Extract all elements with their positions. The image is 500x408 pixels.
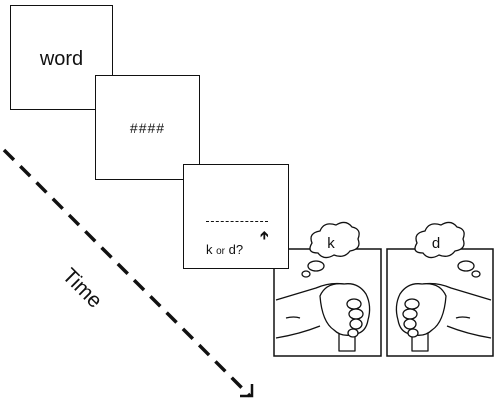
up-arrow-icon: 🡹 [260, 228, 269, 242]
mask-screen: #### [95, 75, 200, 180]
prompt-option-d: d? [228, 242, 244, 257]
mask-stimulus: #### [129, 120, 166, 136]
blank-line [206, 221, 268, 222]
word-stimulus: word [39, 48, 84, 70]
time-arrow [2, 148, 254, 398]
left-hand-icon [275, 282, 371, 352]
response-prompt: k or d? [206, 242, 243, 257]
thought-cloud-k [301, 221, 360, 278]
thought-cloud-d [414, 221, 481, 278]
right-hand-icon [395, 282, 492, 352]
thought-key-k: k [327, 235, 335, 252]
prompt-option-k: k [206, 242, 213, 257]
prompt-screen: 🡹 k or d? [183, 164, 289, 269]
thought-key-d: d [431, 235, 441, 252]
prompt-or: or [216, 246, 226, 257]
